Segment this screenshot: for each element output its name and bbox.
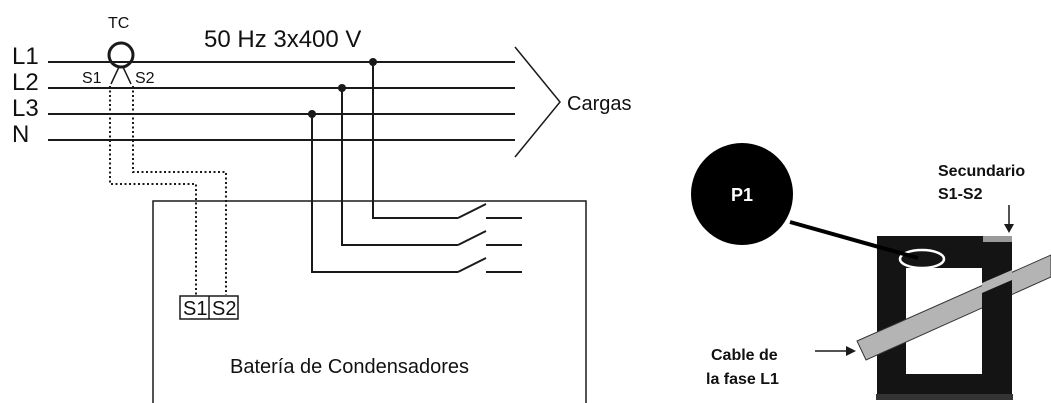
- p1-label: P1: [731, 185, 753, 205]
- switch-contact-l2: [457, 230, 487, 246]
- secondary-arrow-icon: [1004, 224, 1014, 233]
- ct-terminal-s1: S1: [82, 70, 102, 87]
- switch-contact-l3: [457, 257, 487, 273]
- capacitor-bank-wiring-diagram: L1 L2 L3 N Cargas 50 Hz 3x400 V TC S1 S2: [12, 15, 631, 403]
- panel-terminal-s2: S2: [212, 298, 236, 320]
- ct-label: TC: [108, 15, 129, 32]
- line-label-l3: L3: [12, 95, 39, 122]
- secondary-label-line1: Secundario: [938, 163, 1025, 180]
- secondary-label-line2: S1-S2: [938, 186, 983, 203]
- ct-installation-diagram: P1 Secundario S1-S2 Cable de la fase L1: [691, 143, 1051, 400]
- ct-top-highlight: [983, 236, 1012, 242]
- ct-base: [876, 394, 1013, 400]
- current-transformer-icon: [107, 41, 135, 69]
- line-label-n: N: [12, 121, 29, 148]
- p1-marker-icon: [898, 248, 946, 270]
- ct-lead-symbol: [110, 66, 132, 85]
- feeder-wire-l2: [341, 88, 458, 246]
- feeder-wire-l3: [311, 114, 458, 273]
- p1-pointer: [789, 220, 919, 260]
- cable-label-line1: Cable de: [711, 347, 778, 364]
- line-label-l2: L2: [12, 69, 39, 96]
- ct-secondary-wire-s2: [132, 86, 227, 295]
- ct-terminal-s2: S2: [135, 70, 155, 87]
- loads-arrow-icon: [514, 46, 561, 158]
- feeder-wire-l1: [372, 62, 458, 219]
- capacitor-bank-enclosure: [152, 200, 587, 403]
- supply-label: 50 Hz 3x400 V: [204, 26, 361, 53]
- phase-cable-visible-segment: [982, 270, 1012, 293]
- cable-arrow-icon: [846, 346, 856, 356]
- loads-label: Cargas: [567, 93, 631, 115]
- capacitor-bank-label: Batería de Condensadores: [230, 356, 469, 378]
- ct-secondary-wire-s1: [109, 86, 197, 295]
- line-label-l1: L1: [12, 43, 39, 70]
- cable-label-line2: la fase L1: [706, 371, 779, 388]
- panel-terminal-s1: S1: [183, 298, 207, 320]
- p1-callout-circle: [691, 143, 793, 245]
- switch-contact-l1: [457, 203, 487, 219]
